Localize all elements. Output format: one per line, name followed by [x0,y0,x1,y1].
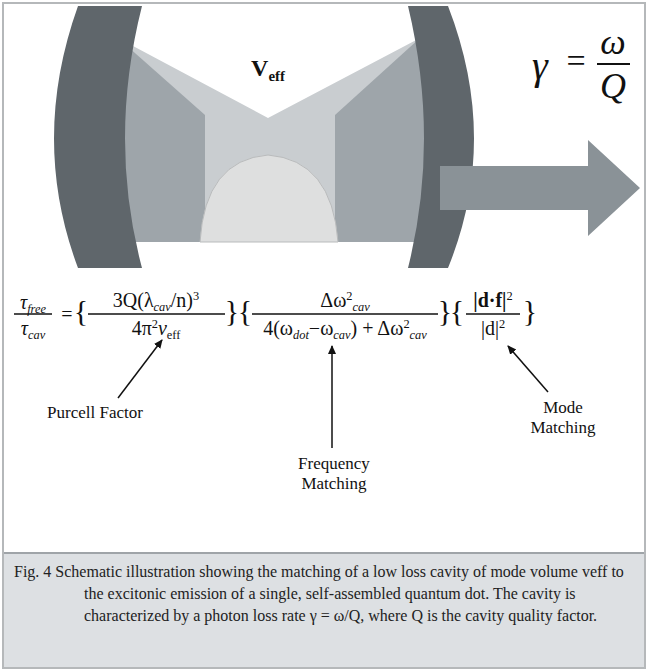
formula-group: { [74,296,88,326]
formula-text: 3Q(λ [113,289,154,311]
formula-text: Q [600,66,626,106]
formula-text: 2 [346,289,352,303]
formula-text: 4π [132,317,152,339]
formula-group: τcav [21,318,45,342]
callout-label: Frequency Matching [298,454,370,493]
formula-text: Δω [320,289,346,311]
loss-arrow [440,140,640,236]
formula-group: 4π2veff [132,318,181,342]
formula-text: −ω [309,317,333,339]
formula-text: τ [20,291,27,313]
formula-group: 3Q(λcav/n)3 [113,290,199,314]
formula-text: { [74,294,88,327]
fraction-bar [466,313,520,315]
formula-text: /n) [171,289,193,311]
formula-text: 2 [152,317,158,331]
figure-frame [3,3,645,668]
formula-text: eff [268,68,285,84]
formula-group: } [225,296,239,326]
formula-text: dot [293,328,309,342]
formula-group: Frequency Matching [279,454,389,495]
formula-text: |d·f| [473,289,506,311]
formula-text: γ [532,43,548,88]
formula-text: V [251,55,268,81]
formula-text: eff [167,328,181,342]
formula-text: } [523,294,537,327]
formula-text: free [27,302,46,316]
formula-group: γ [532,46,548,86]
formula-text: 3 [193,289,199,303]
quantum-dot [200,155,338,242]
formula-group: Veff [251,56,285,84]
formula-group: |d·f|2 [473,290,512,310]
formula-text: ω [600,22,625,62]
formula-text: cav [28,328,45,342]
formula-text: v [158,317,167,339]
formula-group: { [238,296,252,326]
left-mirror [54,6,142,268]
caption-rule [4,552,644,554]
formula-group: Mode Matching [523,398,603,439]
formula-text: = [566,42,585,79]
formula-text: 2 [507,289,513,303]
formula-text: cav [333,328,350,342]
formula-group: Purcell Factor [47,404,143,421]
formula-group: τfree [20,292,46,316]
formula-text: } [225,294,239,327]
leader-arrow [118,340,162,398]
formula-group: ω [600,24,625,60]
formula-group: = [61,304,72,324]
formula-text: cav [410,328,427,342]
callout-label: Purcell Factor [47,403,143,422]
fraction-bar [597,63,630,65]
formula-group: Q [600,68,626,104]
formula-group: Δω2cav [320,290,369,314]
leader-arrow [331,346,333,448]
formula-text: { [238,294,252,327]
formula-text: 2 [499,317,505,331]
leader-arrow [508,346,548,392]
formula-group: } [523,296,537,326]
formula-group: = [566,44,585,78]
fraction-bar [252,313,438,315]
formula-text: = [61,303,72,325]
formula-text: τ [21,317,28,339]
right-mirror [408,6,474,268]
formula-text: { [450,294,464,327]
formula-group: { [450,296,464,326]
formula-text: |d| [481,317,499,339]
formula-text: cav [353,300,370,314]
cavity-beam [104,38,436,242]
formula-text: 2 [403,317,409,331]
formula-text: 4(ω [263,317,293,339]
formula-text: cav [154,300,171,314]
formula-group: |d|2 [481,318,505,338]
callout-label: Mode Matching [530,398,595,437]
formula-group: 4(ωdot−ωcav) + Δω2cav [263,318,427,342]
formula-text: ) + Δω [351,317,404,339]
caption-band [4,553,644,667]
figure-caption: Fig. 4 Schematic illustration showing th… [14,561,629,627]
